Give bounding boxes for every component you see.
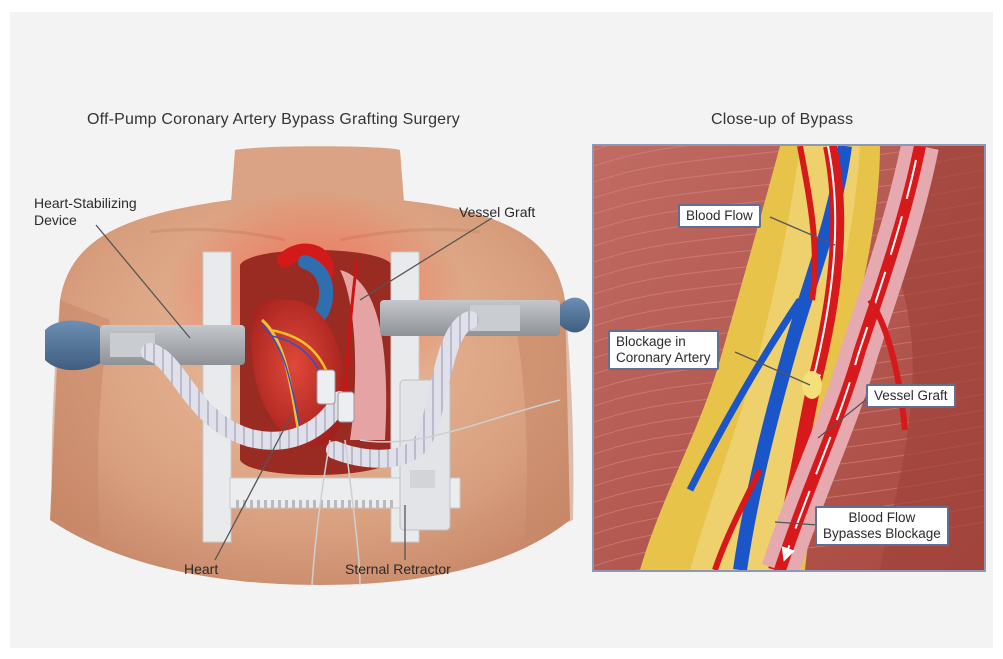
retractor-tooth: [271, 500, 274, 508]
retractor-tooth: [236, 500, 239, 508]
retractor-tooth: [278, 500, 281, 508]
label-blockage-line1: Blockage in: [616, 334, 711, 350]
label-sternal-retractor: Sternal Retractor: [345, 561, 451, 578]
label-blockage-line2: Coronary Artery: [616, 350, 711, 366]
label-stabilizer-line2: Device: [34, 212, 137, 229]
label-vessel-graft-right: Vessel Graft: [866, 384, 956, 408]
label-blood-flow-bypasses: Blood Flow Bypasses Blockage: [815, 506, 949, 546]
right-panel-title: Close-up of Bypass: [711, 111, 853, 129]
retractor-tooth: [383, 500, 386, 508]
retractor-tooth: [299, 500, 302, 508]
retractor-tooth: [369, 500, 372, 508]
label-vessel-graft-left: Vessel Graft: [459, 204, 535, 221]
retractor-tooth: [327, 500, 330, 508]
label-bypass-line1: Blood Flow: [823, 510, 941, 526]
retractor-tooth: [313, 500, 316, 508]
retractor-tooth: [376, 500, 379, 508]
retractor-tooth: [285, 500, 288, 508]
left-panel-title: Off-Pump Coronary Artery Bypass Grafting…: [87, 111, 460, 129]
label-blockage: Blockage in Coronary Artery: [608, 330, 719, 370]
retractor-tooth: [250, 500, 253, 508]
retractor-tooth: [257, 500, 260, 508]
label-blood-flow: Blood Flow: [678, 204, 761, 228]
label-stabilizer-line1: Heart-Stabilizing: [34, 195, 137, 212]
retractor-tooth: [355, 500, 358, 508]
retractor-tooth: [341, 500, 344, 508]
retractor-tooth: [306, 500, 309, 508]
retractor-tooth: [390, 500, 393, 508]
retractor-tooth: [362, 500, 365, 508]
label-heart: Heart: [184, 561, 218, 578]
label-heart-stabilizing-device: Heart-Stabilizing Device: [34, 195, 137, 229]
retractor-tooth: [348, 500, 351, 508]
retractor-tooth: [334, 500, 337, 508]
retractor-tooth: [264, 500, 267, 508]
label-bypass-line2: Bypasses Blockage: [823, 526, 941, 542]
retractor-tooth: [292, 500, 295, 508]
